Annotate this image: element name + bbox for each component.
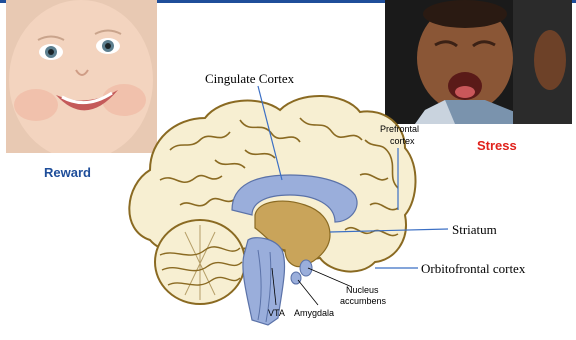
label-amygdala: Amygdala — [294, 308, 334, 318]
label-nucleus-line1: Nucleus — [346, 285, 379, 295]
label-striatum: Striatum — [452, 222, 497, 237]
label-nucleus-line2: accumbens — [340, 296, 387, 306]
label-prefrontal-line2: cortex — [390, 136, 415, 146]
label-vta: VTA — [268, 308, 285, 318]
label-cingulate-cortex: Cingulate Cortex — [205, 71, 295, 86]
label-prefrontal-line1: Prefrontal — [380, 124, 419, 134]
leader-amygdala — [298, 280, 318, 305]
cerebellum — [155, 220, 245, 304]
label-orbitofrontal-cortex: Orbitofrontal cortex — [421, 261, 526, 276]
nucleus-accumbens-blob — [300, 260, 312, 276]
